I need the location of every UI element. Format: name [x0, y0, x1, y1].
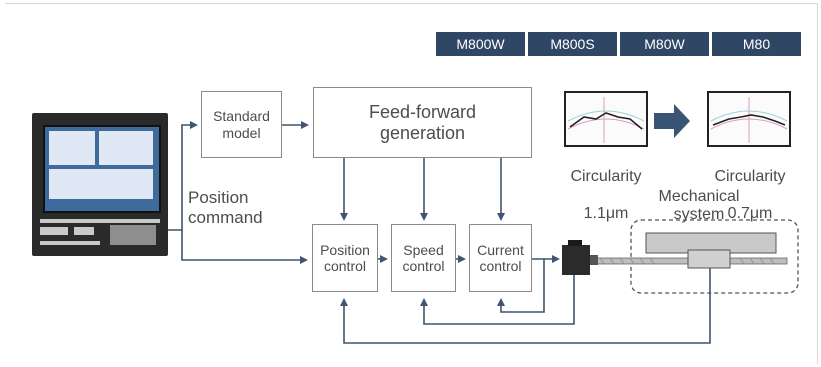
- mechanical-system-label: Mechanical system: [658, 188, 740, 224]
- cnc-controller-icon: [32, 113, 168, 256]
- model-tab-m800s: M800S: [528, 32, 617, 56]
- servo-motor-icon: [562, 240, 598, 275]
- model-tabs: M800W M800S M80W M80: [436, 32, 801, 56]
- position-control-block: Position control: [312, 224, 378, 292]
- standard-model-block: Standard model: [201, 91, 282, 158]
- circularity-before-label: Circularity: [570, 168, 642, 186]
- circularity-before-value: 1.1μm: [583, 205, 629, 223]
- circularity-plot-after: [707, 91, 791, 147]
- model-tab-m800w: M800W: [436, 32, 525, 56]
- model-tab-m80w: M80W: [620, 32, 709, 56]
- right-arrow-icon: [654, 104, 690, 138]
- controller-screen: [43, 125, 161, 213]
- controller-keypad: [40, 217, 160, 249]
- speed-control-block: Speed control: [391, 224, 456, 292]
- position-command-label: Position command: [188, 188, 263, 227]
- model-tab-m80: M80: [712, 32, 801, 56]
- diagram-frame: [5, 3, 818, 364]
- circularity-after-label: Circularity: [714, 168, 786, 186]
- circularity-after: Circularity 0.7μm: [700, 150, 800, 242]
- feed-forward-block: Feed-forward generation: [313, 87, 532, 158]
- circularity-after-value: 0.7μm: [727, 205, 773, 223]
- circularity-plot-before: [564, 91, 648, 147]
- current-control-block: Current control: [469, 224, 532, 292]
- circularity-before: Circularity 1.1μm: [556, 150, 656, 242]
